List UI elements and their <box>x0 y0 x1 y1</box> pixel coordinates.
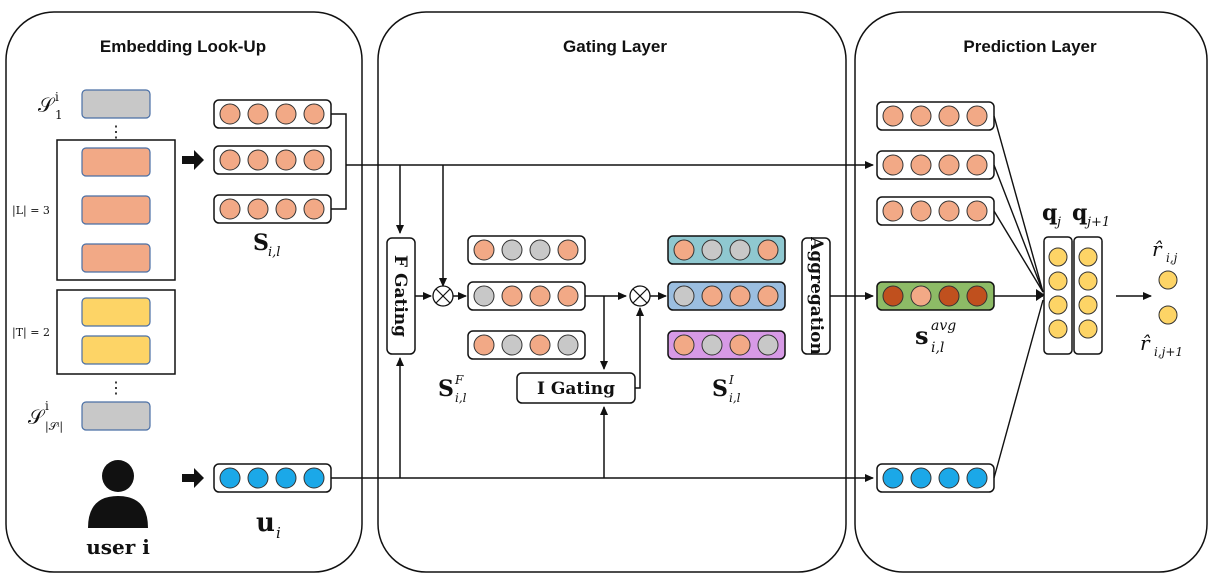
savg-circles <box>882 285 988 307</box>
SF-vectors <box>467 235 586 360</box>
svg-text:I: I <box>728 373 734 387</box>
svg-text:r̂: r̂ <box>1152 237 1163 261</box>
svg-text:avg: avg <box>931 318 956 334</box>
svg-text:j: j <box>1054 215 1061 230</box>
svg-text:r̂: r̂ <box>1140 331 1151 355</box>
svg-text:i,l: i,l <box>729 391 741 405</box>
qj1-label: q j+1 <box>1072 200 1110 230</box>
svg-text:S: S <box>712 376 728 402</box>
aggregation-label: Aggregation <box>806 236 826 355</box>
rij1-label: r̂ i,j+1 <box>1140 331 1183 359</box>
converge-arrowhead <box>1036 289 1045 301</box>
L-item-3 <box>81 243 151 273</box>
svg-text:i: i <box>276 524 281 542</box>
svg-text:i,j: i,j <box>1166 251 1178 265</box>
L-item-2 <box>81 195 151 225</box>
multiply-1-icon <box>432 285 454 307</box>
T-item-1 <box>81 297 151 327</box>
sS-label: 𝒮 i |𝒮ⁱ| <box>28 399 63 434</box>
S-il-bracket <box>331 113 347 210</box>
svg-text:j+1: j+1 <box>1084 215 1110 230</box>
L-item-1 <box>81 147 151 177</box>
I-gating-label: I Gating <box>537 379 615 399</box>
T-item-2 <box>81 335 151 365</box>
output-rij1 <box>1158 305 1178 325</box>
lookup-arrow-icon <box>182 150 204 170</box>
pred-u-circles <box>882 467 988 489</box>
svg-text:i,l: i,l <box>455 391 467 405</box>
T-group <box>56 289 176 375</box>
svg-text:S: S <box>253 230 269 256</box>
user-arrow-icon <box>182 468 204 488</box>
u-i-circles <box>219 467 325 489</box>
converging-lines <box>993 115 1044 479</box>
S-il-circles <box>219 103 325 220</box>
qj-label: q j <box>1042 200 1061 230</box>
u-i-label: u i <box>256 508 281 542</box>
gating-panel <box>377 11 847 573</box>
prediction-panel <box>854 11 1208 573</box>
dots-top: ⋮ <box>108 122 124 141</box>
prediction-title: Prediction Layer <box>963 37 1097 56</box>
SF-label: S F i,l <box>438 373 467 405</box>
user-label: user i <box>86 535 150 559</box>
svg-text:i,j+1: i,j+1 <box>1154 345 1183 359</box>
session-item-last <box>81 401 151 431</box>
F-gating-label: F Gating <box>390 255 410 337</box>
svg-text:S: S <box>438 376 454 402</box>
L-label: |L| = 3 <box>12 204 50 218</box>
S-il-vectors <box>213 99 332 224</box>
q-circles <box>1048 247 1098 339</box>
dots-bottom: ⋮ <box>108 378 124 397</box>
L-group <box>56 139 176 281</box>
svg-text:F: F <box>454 373 464 387</box>
session-item-1 <box>81 89 151 119</box>
pred-S-circles <box>882 105 988 222</box>
T-label: |T| = 2 <box>12 326 50 340</box>
gating-title: Gating Layer <box>563 37 667 56</box>
savg-label: s avg i,l <box>915 318 956 356</box>
output-rij <box>1158 270 1178 290</box>
svg-text:u: u <box>256 508 275 538</box>
svg-text:i: i <box>55 90 59 104</box>
svg-text:𝒮: 𝒮 <box>28 405 46 429</box>
svg-text:𝒮: 𝒮 <box>38 93 56 117</box>
svg-text:s: s <box>915 321 929 350</box>
SI-circles <box>673 239 779 356</box>
SI-vectors <box>667 235 786 360</box>
rij-label: r̂ i,j <box>1152 237 1178 265</box>
svg-text:i,l: i,l <box>931 340 944 356</box>
svg-text:q: q <box>1042 200 1057 226</box>
embedding-title: Embedding Look-Up <box>100 37 266 56</box>
svg-text:q: q <box>1072 200 1087 226</box>
Igating-to-mult2 <box>635 307 644 389</box>
svg-text:i,l: i,l <box>268 245 280 260</box>
svg-text:i: i <box>45 399 49 413</box>
embedding-panel <box>5 11 363 573</box>
SF-circles <box>473 239 579 356</box>
SI-label: S I i,l <box>712 373 741 405</box>
svg-text:|𝒮ⁱ|: |𝒮ⁱ| <box>45 420 63 434</box>
svg-text:1: 1 <box>55 108 63 122</box>
s1-label: 𝒮 i 1 <box>38 90 63 122</box>
S-il-label: S i,l <box>253 230 280 260</box>
multiply-2-icon <box>629 285 651 307</box>
user-icon <box>88 460 148 528</box>
